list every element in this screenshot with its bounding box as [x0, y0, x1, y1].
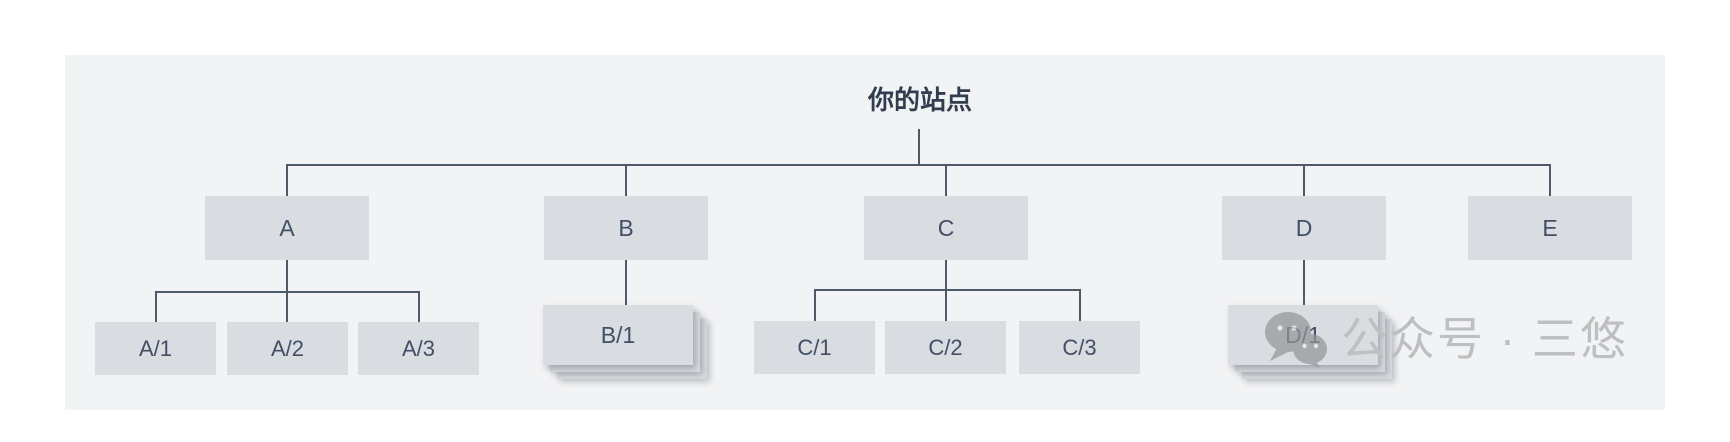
node-c3: C/3	[1019, 321, 1140, 374]
node-e: E	[1468, 196, 1632, 260]
node-c: C	[864, 196, 1028, 260]
node-b: B	[544, 196, 708, 260]
node-b1: B/1	[543, 305, 693, 365]
node-c2: C/2	[885, 321, 1006, 374]
node-a3: A/3	[358, 322, 479, 375]
node-d: D	[1222, 196, 1386, 260]
level1-connector-line	[286, 164, 1551, 196]
node-d1: D/1	[1228, 305, 1378, 365]
node-c1: C/1	[754, 321, 875, 374]
node-a: A	[205, 196, 369, 260]
node-a2: A/2	[227, 322, 348, 375]
node-a1: A/1	[95, 322, 216, 375]
sitemap-diagram-panel: 你的站点 A B C D E A/1 A/2 A/3 B/1 C/1 C/2 C…	[65, 55, 1665, 410]
root-node-label: 你的站点	[867, 85, 972, 115]
